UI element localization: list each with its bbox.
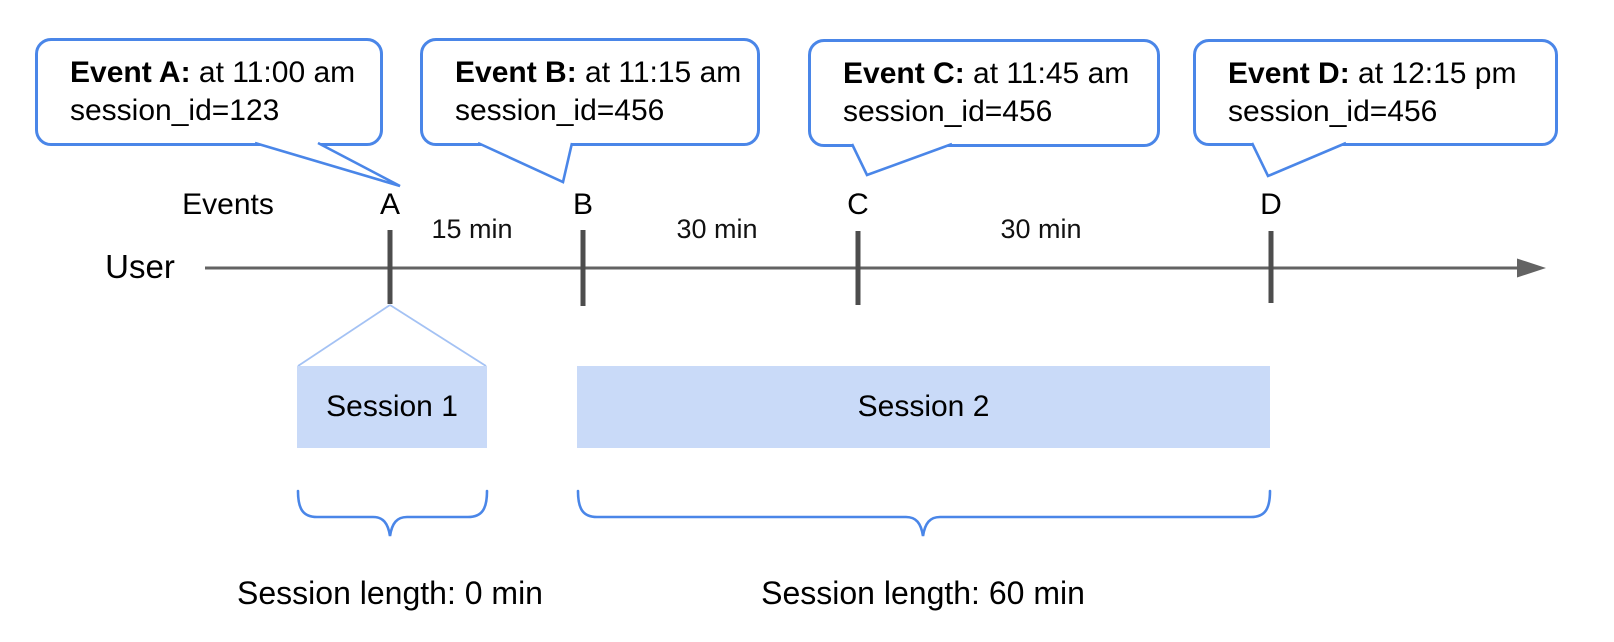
event-a-title: Event A:: [70, 56, 191, 89]
event-label-c: C: [847, 188, 869, 221]
event-c-time: at 11:45 am: [973, 57, 1130, 90]
event-b-session-id: session_id=456: [455, 94, 665, 127]
callout-event-c-line1: Event C: at 11:45 am: [843, 55, 1157, 93]
callout-tail-b: [477, 141, 574, 184]
session-1-length-label: Session length: 0 min: [237, 575, 543, 611]
event-a-session-id: session_id=123: [70, 94, 280, 127]
event-d-title: Event D:: [1228, 56, 1350, 90]
callout-event-b: Event B: at 11:15 am session_id=456: [420, 38, 760, 146]
event-b-title: Event B:: [455, 56, 577, 89]
callout-event-a-line1: Event A: at 11:00 am: [70, 54, 380, 92]
callout-tail-c: [850, 142, 953, 177]
interval-label-cd: 30 min: [1000, 214, 1082, 244]
timeline-arrow-icon: [1517, 258, 1546, 278]
callout-event-a: Event A: at 11:00 am session_id=123: [35, 38, 383, 146]
funnel-line-right: [389, 304, 487, 367]
event-c-title: Event C:: [843, 57, 965, 90]
callout-event-d-line1: Event D: at 12:15 pm: [1228, 55, 1555, 93]
event-d-session-id: session_id=456: [1228, 94, 1438, 128]
brace-session-1: [296, 489, 489, 537]
callout-event-c: Event C: at 11:45 am session_id=456: [808, 39, 1160, 147]
event-d-time: at 12:15 pm: [1358, 56, 1517, 90]
callout-tail-a: [254, 141, 401, 188]
event-c-session-id: session_id=456: [843, 95, 1053, 128]
session-2-length-label: Session length: 60 min: [761, 575, 1085, 611]
session-2-box: Session 2: [577, 366, 1270, 448]
interval-label-bc: 30 min: [676, 214, 758, 244]
event-label-d: D: [1260, 188, 1282, 221]
brace-session-2: [576, 489, 1272, 537]
callout-event-d: Event D: at 12:15 pm session_id=456: [1193, 39, 1558, 146]
session-1-label: Session 1: [326, 390, 458, 423]
session-1-box: Session 1: [297, 366, 487, 448]
event-label-b: B: [572, 188, 593, 221]
callout-event-b-line1: Event B: at 11:15 am: [455, 54, 757, 92]
events-label: Events: [182, 188, 274, 221]
user-label: User: [105, 248, 175, 285]
session-2-label: Session 2: [857, 390, 990, 423]
callout-tail-d: [1250, 141, 1347, 178]
event-a-time: at 11:00 am: [198, 56, 356, 89]
event-b-time: at 11:15 am: [585, 56, 742, 89]
funnel-line-left: [297, 304, 391, 367]
interval-label-ab: 15 min: [431, 214, 513, 244]
event-label-a: A: [379, 188, 400, 221]
